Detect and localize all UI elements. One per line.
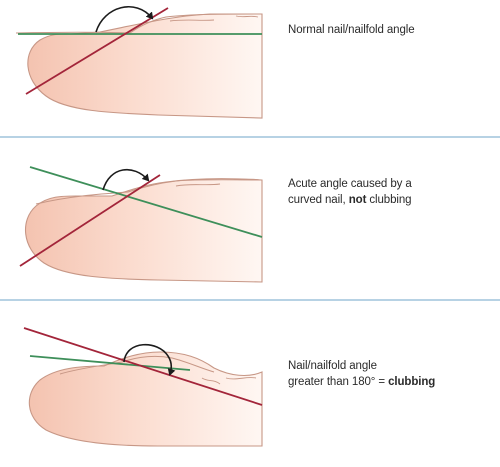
caption-text: greater than 180° =: [288, 376, 388, 388]
fingertip-shape: [28, 14, 262, 118]
panel-curved-nail: [20, 167, 262, 282]
caption-line: greater than 180° = clubbing: [288, 374, 498, 390]
caption-text: Acute angle caused by a: [288, 178, 412, 190]
caption-line: curved nail, not clubbing: [288, 192, 493, 208]
caption-text: Nail/nailfold angle: [288, 360, 377, 372]
panel-clubbing: [24, 328, 262, 446]
caption-text: curved nail,: [288, 194, 349, 206]
caption-emphasis: not: [349, 194, 367, 206]
panel-normal: [16, 7, 262, 118]
caption-clubbing: Nail/nailfold angle greater than 180° = c…: [288, 358, 498, 390]
caption-line: Acute angle caused by a: [288, 176, 493, 192]
caption-text: clubbing: [366, 194, 411, 206]
caption-text: Normal nail/nailfold angle: [288, 24, 415, 36]
caption-emphasis: clubbing: [388, 376, 435, 388]
caption-curved-nail: Acute angle caused by a curved nail, not …: [288, 176, 493, 208]
caption-line: Normal nail/nailfold angle: [288, 22, 493, 38]
caption-normal-angle: Normal nail/nailfold angle: [288, 22, 493, 38]
caption-line: Nail/nailfold angle: [288, 358, 498, 374]
fingertip-shape: [26, 179, 262, 282]
